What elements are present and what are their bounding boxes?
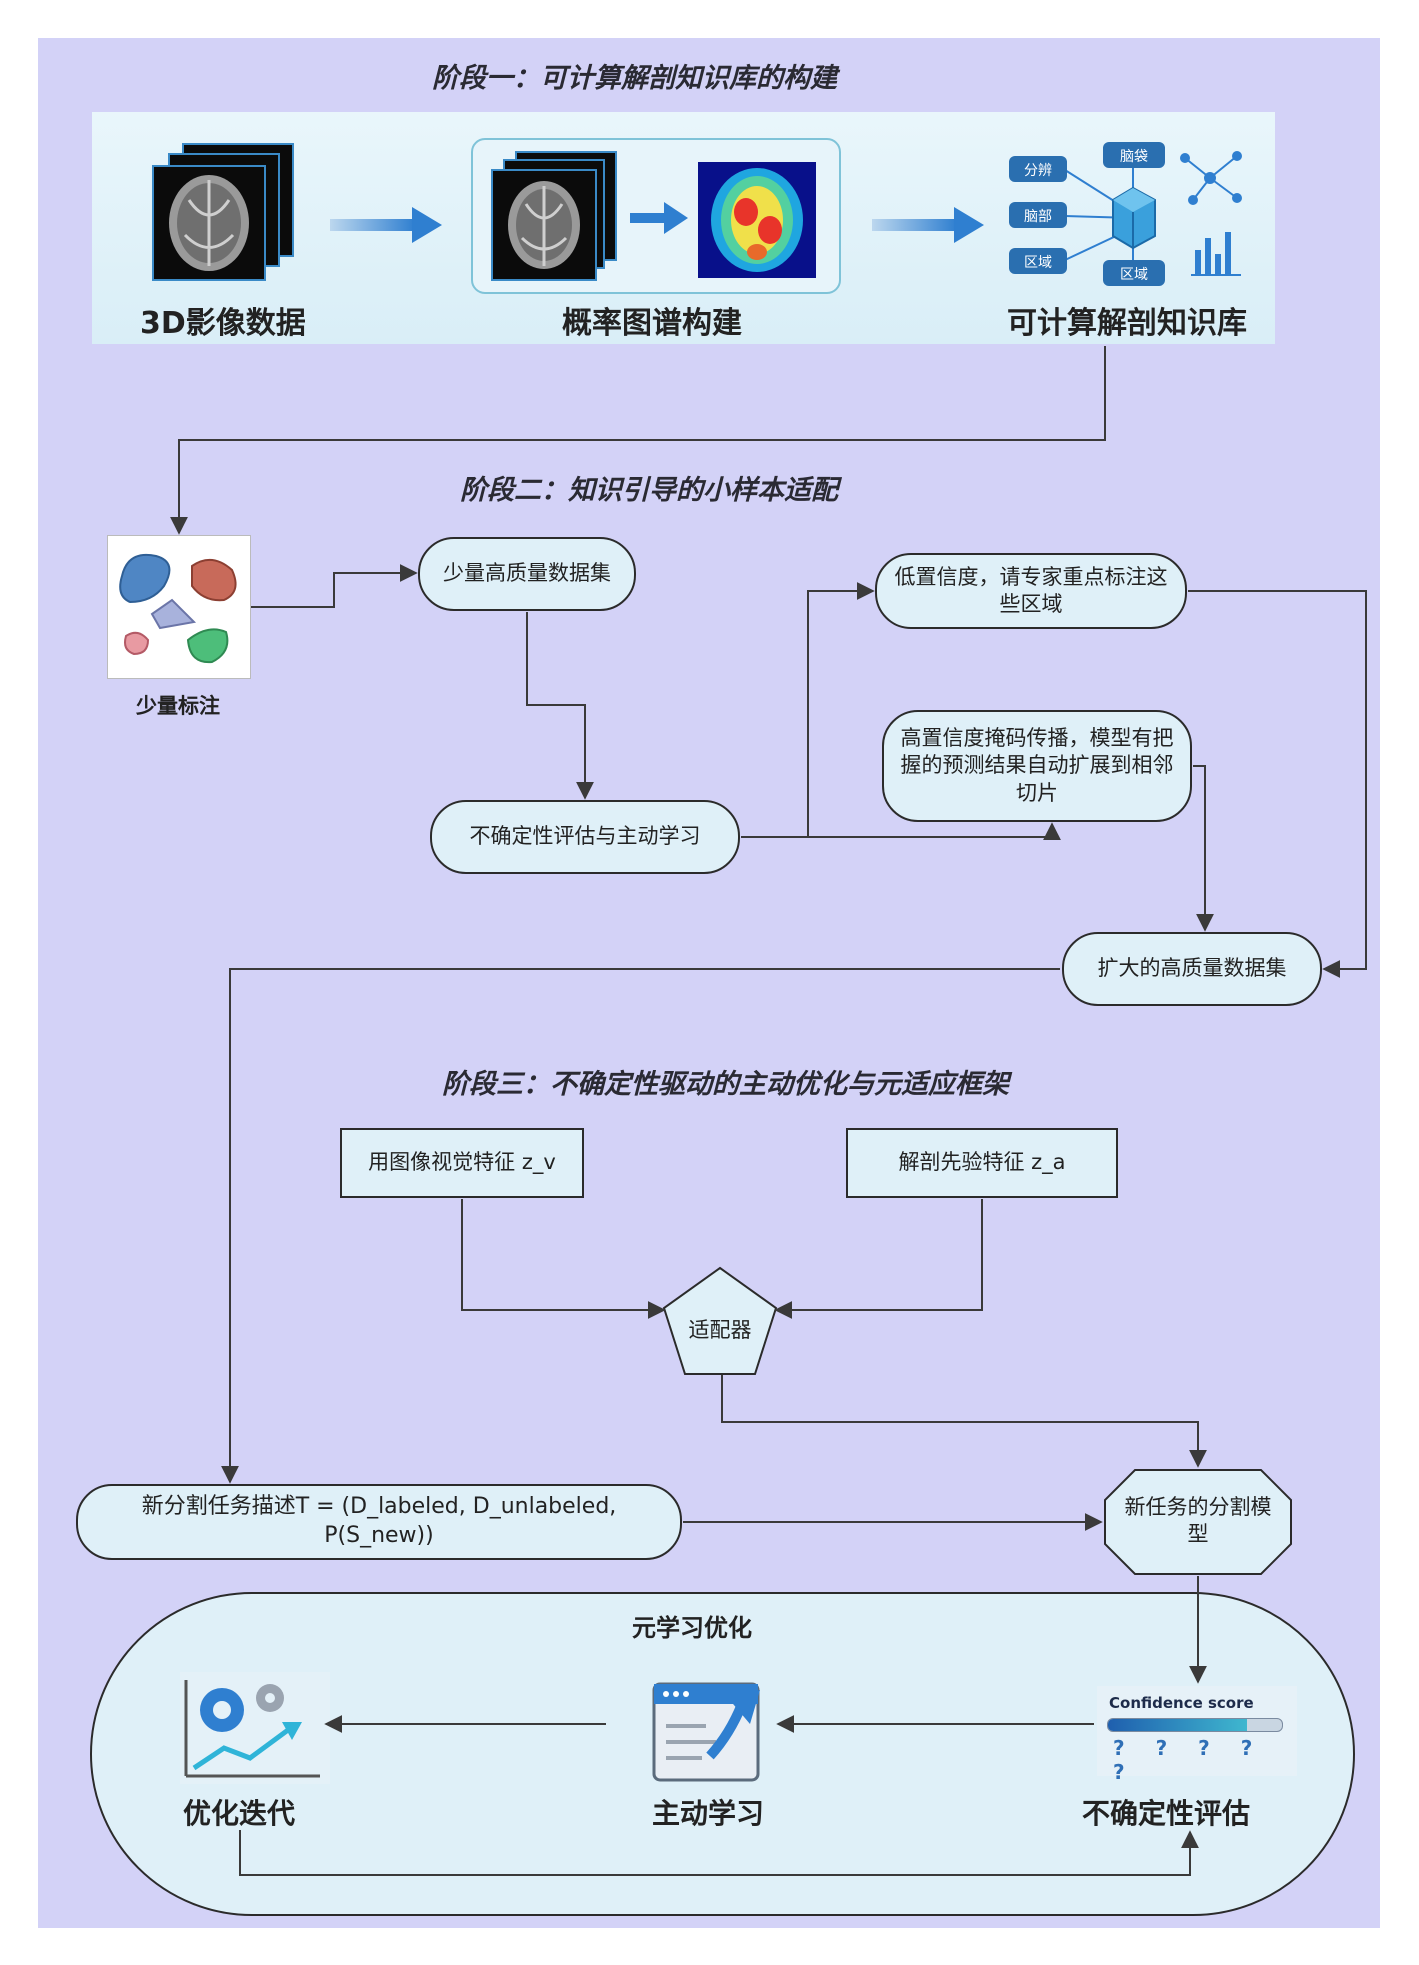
small-dataset-node: 少量高质量数据集 bbox=[418, 537, 636, 611]
kb-tag-1: 脑部 bbox=[1024, 209, 1052, 225]
sparse-annotation-label: 少量标注 bbox=[136, 694, 220, 718]
bar-chart-icon bbox=[1191, 232, 1241, 276]
brain-stack-image bbox=[152, 143, 294, 281]
kb-tag-0: 分辨 bbox=[1024, 163, 1052, 179]
edge-prior-to-adapter bbox=[774, 1199, 983, 1319]
optimize-label: 优化迭代 bbox=[183, 1797, 296, 1830]
anatomical-prior-node: 解剖先验特征 z_a bbox=[846, 1128, 1118, 1198]
caption-knowledge-base: 可计算解剖知识库 bbox=[1007, 306, 1247, 341]
kb-tag-4: 区域 bbox=[1120, 267, 1148, 283]
kb-tag-3: 脑袋 bbox=[1120, 149, 1148, 165]
confidence-score-widget: Confidence score ? ? ? ? ? bbox=[1097, 1686, 1297, 1784]
edge-sparse-to-dataset bbox=[251, 564, 418, 608]
edge-visual-to-adapter bbox=[461, 1199, 666, 1319]
flow-arrow-1 bbox=[330, 207, 442, 243]
task-description-node: 新分割任务描述T = (D_labeled, D_unlabeled, P(S_… bbox=[76, 1484, 682, 1560]
edge-adapter-to-model bbox=[721, 1375, 1207, 1468]
edge-to-high-confidence bbox=[741, 822, 1061, 841]
edge-optimize-loop bbox=[239, 1830, 1199, 1876]
network-icon bbox=[1180, 151, 1242, 205]
visual-feature-node: 用图像视觉特征 z_v bbox=[340, 1128, 584, 1198]
probability-map-image bbox=[698, 162, 816, 278]
kb-tag-2: 区域 bbox=[1024, 255, 1052, 271]
active-learning-icon bbox=[652, 1682, 760, 1782]
question-marks: ? ? ? ? ? bbox=[1113, 1736, 1265, 1784]
optimize-gear-chart-icon bbox=[180, 1672, 330, 1784]
stage3-title: 阶段三：不确定性驱动的主动优化与元适应框架 bbox=[442, 1069, 1009, 1100]
uncertainty-active-node: 不确定性评估与主动学习 bbox=[430, 800, 740, 874]
low-confidence-node: 低置信度，请专家重点标注这些区域 bbox=[875, 553, 1187, 629]
high-confidence-node: 高置信度掩码传播，模型有把握的预测结果自动扩展到相邻切片 bbox=[882, 710, 1192, 822]
new-model-label: 新任务的分割模型 bbox=[1124, 1495, 1272, 1547]
confidence-score-label: Confidence score bbox=[1109, 1694, 1254, 1712]
expanded-dataset-node: 扩大的高质量数据集 bbox=[1062, 932, 1322, 1006]
meta-learning-title: 元学习优化 bbox=[632, 1614, 752, 1642]
adapter-pentagon bbox=[662, 1266, 778, 1375]
atlas-brain-stack bbox=[491, 151, 617, 281]
edge-dataset-to-uncertainty bbox=[526, 612, 594, 800]
new-model-octagon bbox=[1104, 1469, 1292, 1575]
active-learning-label: 主动学习 bbox=[652, 1797, 765, 1830]
edge-low-to-expanded bbox=[1188, 590, 1367, 978]
caption-3d-data: 3D影像数据 bbox=[140, 306, 306, 341]
knowledge-base-graphic: 分辨 脑部 区域 脑袋 区域 bbox=[1009, 142, 1242, 286]
edge-expanded-to-task bbox=[221, 968, 1060, 1484]
stage1-title: 阶段一：可计算解剖知识库的构建 bbox=[432, 63, 837, 94]
sparse-annotation-image bbox=[107, 535, 251, 679]
caption-atlas: 概率图谱构建 bbox=[562, 306, 742, 341]
stage2-title: 阶段二：知识引导的小样本适配 bbox=[460, 475, 838, 506]
adapter-label: 适配器 bbox=[688, 1318, 752, 1342]
flow-arrow-2 bbox=[872, 207, 984, 243]
uncertainty-eval-label: 不确定性评估 bbox=[1082, 1797, 1251, 1830]
confidence-bar bbox=[1107, 1718, 1283, 1732]
atlas-inner-arrow bbox=[630, 202, 688, 234]
edge-high-to-expanded bbox=[1193, 765, 1214, 932]
edge-to-low-confidence bbox=[741, 582, 875, 838]
edge-kb-to-sparse bbox=[170, 346, 1106, 535]
